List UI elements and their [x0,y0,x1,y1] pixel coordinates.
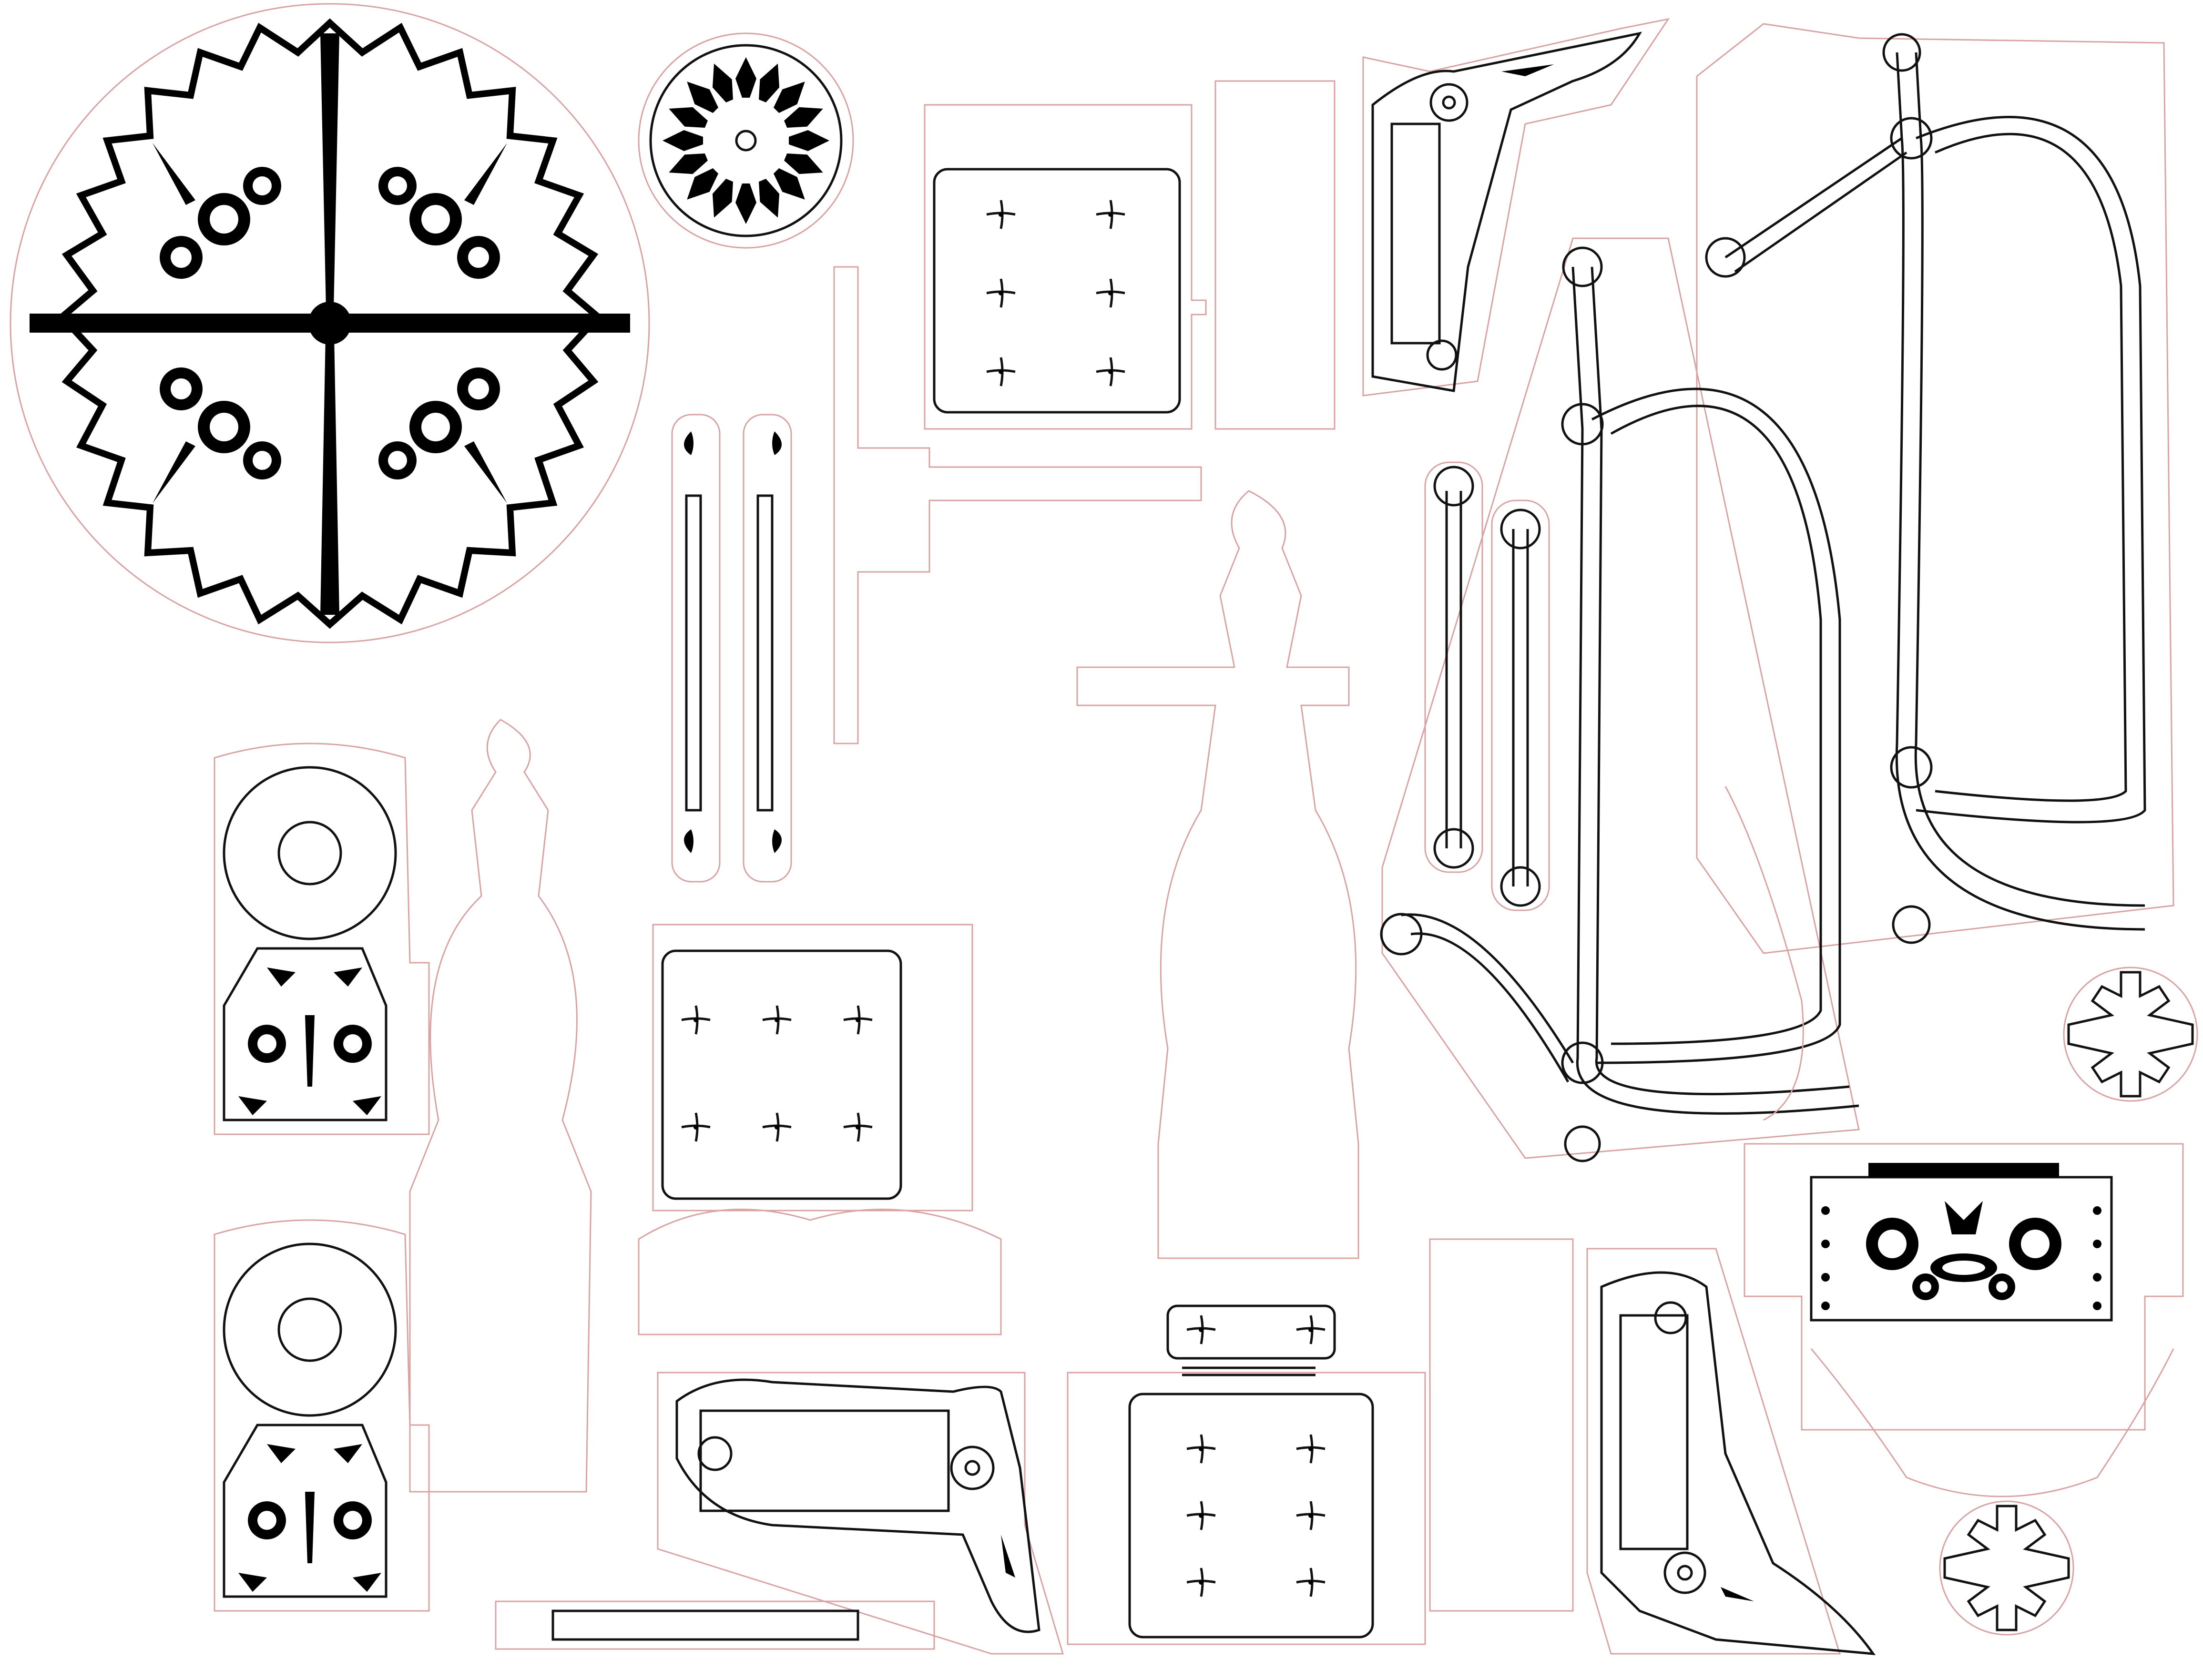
treadle-frame-large [1696,23,2174,954]
petal-icon [789,130,829,151]
scroll-ornament-icon [153,143,507,503]
petal-icon [784,107,823,128]
petal-icon [669,107,708,128]
gear-icon [1943,1505,2070,1631]
gear-wheel-top [2063,967,2198,1102]
scroll-ornament-icon [1866,1201,2061,1300]
round-rosette-plate [10,3,650,643]
straight-rods [1424,461,1550,911]
sewing-machine-arm-top [1362,18,1670,397]
treadle-frame-small [1380,237,1860,1162]
table-leg-center [1076,490,1359,1259]
petal-icon [735,183,756,224]
left-side-rail [671,414,721,883]
petal-icon [669,153,708,174]
dot-row-icon [1821,1206,2101,1310]
gear-icon [2067,971,2194,1098]
leaf-ornament-icon [238,967,381,1115]
petal-icon [663,130,703,151]
small-floral-disc [638,32,854,249]
gear-wheel-bottom [1939,1500,2074,1636]
sawtooth-rim-icon [57,18,603,629]
petal-icon [784,153,823,174]
petal-icon [773,168,805,200]
tuft-stitch-icons [681,200,1326,1597]
lamp-base-bottom [214,1219,430,1612]
petal-icon [759,179,780,218]
petal-icon [687,168,719,200]
petal-icon [735,57,756,98]
leaf-ornament-icon [238,1444,381,1592]
sewing-machine-arm-lower [657,1372,1064,1655]
lamp-base-top [214,743,430,1135]
table-leg-left [409,719,592,1493]
petal-icon [773,81,805,113]
pedal-plate [1744,1143,2184,1431]
cushion-panel-middle [652,924,973,1212]
misc-cut-parts [495,80,2174,1650]
petal-icon [712,63,733,102]
cushion-panel-top [924,104,1207,430]
right-side-rail [743,414,792,883]
sewing-machine-arm-bottom [1586,1248,1876,1655]
petal-icon [687,81,719,113]
cushion-panel-bottom [1067,1304,1426,1645]
petal-icon [759,63,780,102]
petal-icon [712,179,733,218]
petal-ring-icon [663,57,829,224]
